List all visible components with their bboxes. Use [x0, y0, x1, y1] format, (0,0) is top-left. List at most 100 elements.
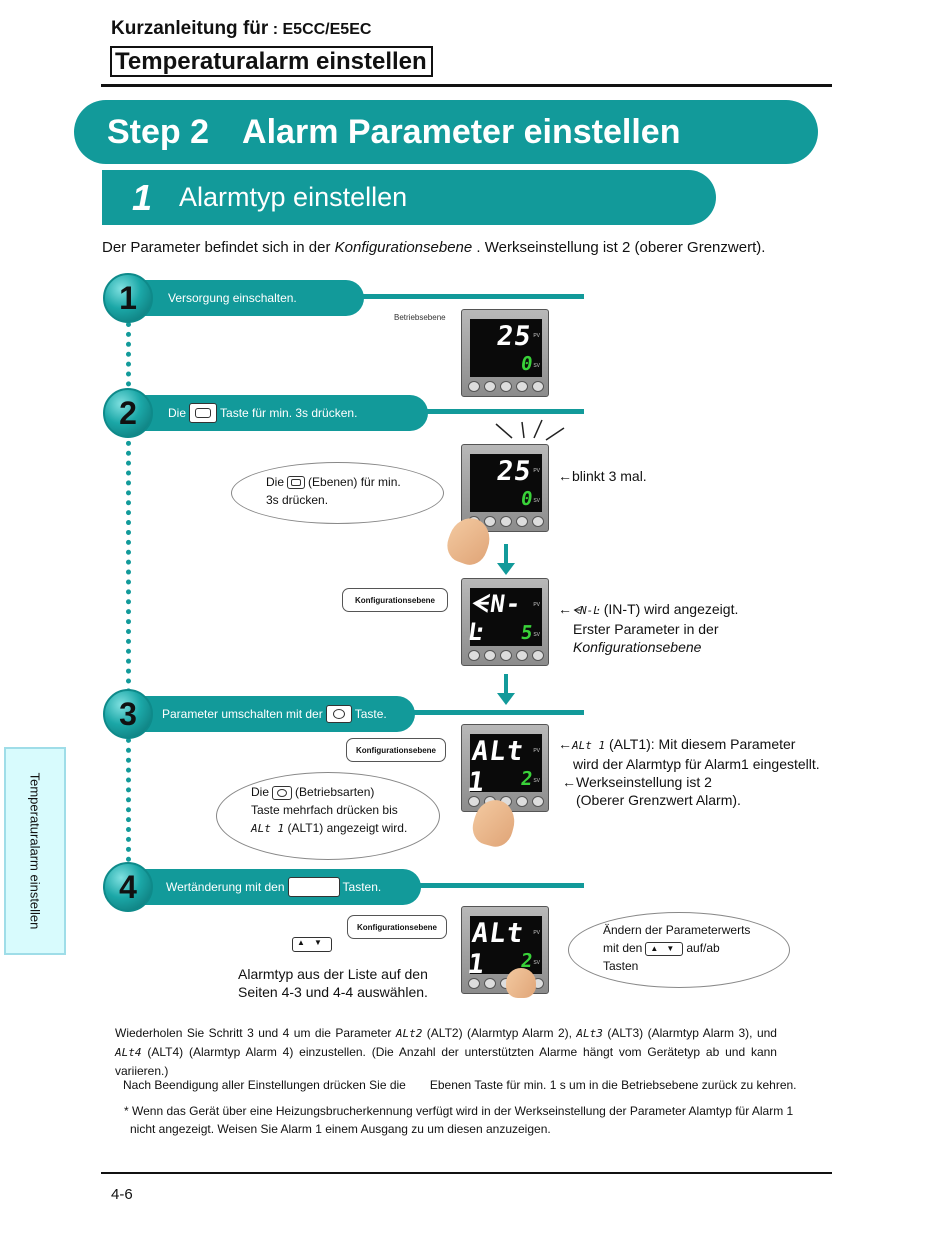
level-label-operation: Betriebsebene — [394, 313, 446, 322]
mode-key[interactable] — [484, 516, 496, 527]
step-banner: Step 2 Alarm Parameter einstellen — [74, 100, 818, 164]
section-number: 1 — [132, 176, 153, 218]
bubble3-line1: Ändern der Parameterwerts — [603, 923, 751, 937]
sv-label: SV — [533, 498, 540, 504]
bubble3-line3: Tasten — [603, 959, 639, 973]
level-key-icon — [189, 403, 218, 423]
down-key[interactable] — [516, 516, 528, 527]
step2-pill: Die Taste für min. 3s drücken. — [134, 395, 428, 431]
controller-display-4: ALt 1 PV 2 SV — [461, 724, 549, 812]
intro-level: Konfigurationsebene — [334, 239, 473, 256]
pv-label: PV — [533, 748, 540, 754]
blink-rays — [495, 419, 565, 441]
up-down-keys-icon: ▲▼ — [645, 941, 684, 956]
doc-header-subtitle: Temperaturalarm einstellen — [110, 46, 433, 77]
bubble2-line1: Die(Betriebsarten) — [251, 783, 439, 801]
bubble1-line2: 3s drücken. — [266, 493, 329, 507]
p1-d: (ALT4) (Alarmtyp Alarm 4) einzustellen. … — [115, 1045, 777, 1078]
footer-paragraph-3: * Wenn das Gerät über eine Heizungsbruch… — [124, 1102, 793, 1138]
pv-value: 25 — [495, 456, 535, 487]
sv-value: 2 — [519, 768, 534, 790]
alt-after: (ALT1): Mit diesem Parameter — [609, 736, 796, 752]
up-down-keys-icon: ▲ ▼ — [287, 877, 340, 897]
footer-rule — [101, 1172, 832, 1174]
mode-key-icon — [325, 705, 352, 723]
bubble2-line2: Taste mehrfach drücken bis — [251, 803, 398, 817]
up-key[interactable] — [532, 650, 544, 661]
note-werk-line1: ←Werkseinstellung ist 2 — [562, 774, 712, 790]
note-alt-line2: wird der Alarmtyp für Alarm1 eingestellt… — [573, 756, 820, 772]
level-label-config: Konfigurationsebene — [342, 588, 448, 612]
level-key[interactable] — [468, 978, 480, 989]
shift-key[interactable] — [500, 516, 512, 527]
note-alt: ←ALt 1 (ALT1): Mit diesem Parameter wird… — [558, 735, 820, 809]
note-werk-line2: (Oberer Grenzwert Alarm). — [576, 792, 741, 808]
down-key[interactable] — [516, 796, 528, 807]
sv-value: 5 — [519, 622, 534, 644]
note-int: ←ᗕN-Ŀ (IN-T) wird angezeigt. Erster Para… — [558, 600, 738, 656]
footer-paragraph-1: Wiederholen Sie Schritt 3 und 4 um die P… — [115, 1024, 777, 1080]
device-buttons — [468, 381, 544, 392]
step3-text-after: Taste. — [354, 707, 387, 721]
page-number: 4-6 — [111, 1186, 133, 1203]
display-screen: ALt 1 PV 2 SV — [466, 916, 542, 980]
level-label-config: Konfigurationsebene — [347, 915, 447, 939]
mode-key[interactable] — [484, 978, 496, 989]
step2-text-before: Die — [168, 406, 187, 420]
down-key[interactable] — [516, 381, 528, 392]
arrow-down-2-head — [497, 693, 515, 705]
up-key-icon: ▲ — [297, 938, 305, 948]
mode-key[interactable] — [484, 381, 496, 392]
level-key[interactable] — [468, 796, 480, 807]
controller-display-3: ᗕN-Ŀ PV 5 SV — [461, 578, 549, 666]
arrow-down-1-head — [497, 563, 515, 575]
down-key-icon: ▼ — [316, 880, 327, 891]
down-key[interactable] — [516, 650, 528, 661]
up-key[interactable] — [532, 516, 544, 527]
note-int-line2: Erster Parameter in der — [573, 621, 719, 637]
arrow-down-1 — [504, 544, 508, 564]
b2-line3-after: (ALT1) angezeigt wird. — [287, 821, 408, 835]
header-rule — [101, 84, 832, 87]
up-key[interactable] — [532, 381, 544, 392]
b2-seg: ALt 1 — [251, 822, 285, 835]
intro-before: Der Parameter befindet sich in der — [102, 239, 335, 256]
level-key-icon — [287, 476, 306, 490]
display-screen: 25 PV 0 SV — [470, 454, 542, 512]
b2-before: Die — [251, 785, 270, 799]
note-int-line3: Konfigurationsebene — [573, 639, 702, 655]
header-prefix: Kurzanleitung für — [111, 18, 269, 39]
header-model: : E5CC/E5EC — [268, 21, 372, 38]
bubble-mode-key: Die(Betriebsarten) Taste mehrfach drücke… — [216, 772, 440, 860]
p1-seg1: ALt2 — [395, 1027, 423, 1040]
section-title: Alarmtyp einstellen — [179, 182, 408, 212]
step2-text-after: Taste für min. 3s drücken. — [220, 406, 358, 420]
shift-key[interactable] — [500, 650, 512, 661]
shift-key[interactable] — [500, 381, 512, 392]
up-key[interactable] — [532, 796, 544, 807]
mode-key[interactable] — [484, 650, 496, 661]
display-screen: 25 PV 0 SV — [470, 319, 542, 377]
up-key-icon: ▲ — [650, 943, 659, 953]
up-key-icon: ▲ — [292, 880, 303, 891]
doc-header-title: Kurzanleitung für : E5CC/E5EC — [111, 18, 371, 40]
step3-circle: 3 — [103, 689, 153, 739]
down-key-icon: ▼ — [314, 938, 322, 948]
footer-paragraph-2: Nach Beendigung aller Einstellungen drüc… — [123, 1076, 797, 1094]
level-label-config: Konfigurationsebene — [346, 738, 446, 762]
down-key-icon: ▼ — [666, 943, 675, 953]
p2-a: Nach Beendigung aller Einstellungen drüc… — [123, 1078, 406, 1092]
step4-pill: Wertänderung mit den ▲ ▼ Tasten. — [134, 869, 421, 905]
step2-circle: 2 — [103, 388, 153, 438]
bubble2-line3: ALt 1 (ALT1) angezeigt wird. — [251, 819, 439, 838]
note-liste-line2: Seiten 4-3 und 4-4 auswählen. — [238, 984, 428, 1000]
step3-pill: Parameter umschalten mit der Taste. — [134, 696, 415, 732]
pv-label: PV — [533, 930, 540, 936]
display-screen: ᗕN-Ŀ PV 5 SV — [466, 588, 542, 646]
level-key[interactable] — [468, 650, 480, 661]
int-after: (IN-T) wird angezeigt. — [603, 601, 739, 617]
pv-label: PV — [533, 468, 540, 474]
level-key[interactable] — [468, 381, 480, 392]
p1-seg2: ALt3 — [576, 1027, 603, 1040]
pv-label: PV — [533, 333, 540, 339]
